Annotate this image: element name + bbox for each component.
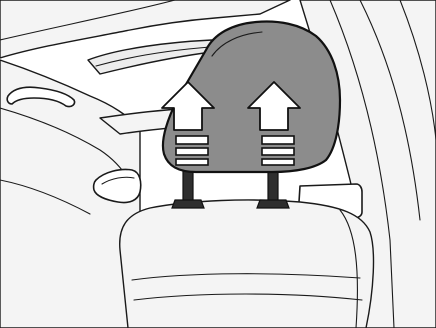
arrow-left-bar-3 [176,159,208,165]
arrow-right-bar-2 [262,148,294,155]
arrow-right-bar-1 [262,136,294,144]
sunroof [88,40,212,74]
post-collar-left [172,200,204,208]
arrow-left-bar-1 [176,136,208,144]
post-collar-right [257,200,289,208]
seat-backrest [120,200,374,328]
arrow-left-bar-2 [176,148,208,155]
arrow-right-bar-3 [262,159,294,165]
